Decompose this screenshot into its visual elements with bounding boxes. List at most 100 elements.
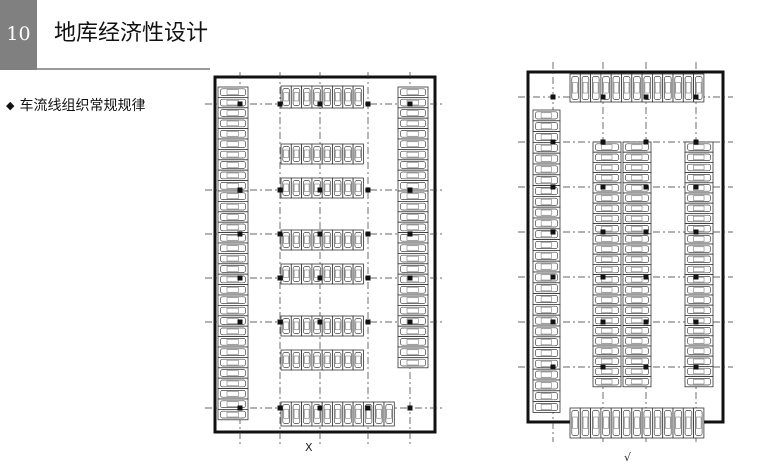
car-outline-icon	[687, 255, 711, 263]
car-outline-icon	[354, 180, 362, 196]
structural-column	[277, 187, 283, 193]
car-roof-icon	[654, 416, 661, 429]
car-roof-icon	[540, 112, 552, 119]
car-roof-icon	[631, 175, 643, 181]
car-outline-icon	[581, 76, 590, 100]
car-outline-icon	[595, 347, 619, 355]
car-roof-icon	[601, 195, 613, 201]
car-outline-icon	[695, 76, 703, 100]
structural-column	[365, 187, 371, 193]
car-outline-icon	[625, 194, 649, 202]
car-outline-icon	[220, 327, 246, 336]
car-roof-icon	[582, 82, 589, 94]
car-roof-icon	[304, 183, 310, 192]
car-roof-icon	[406, 183, 419, 189]
car-roof-icon	[283, 321, 289, 330]
car-outline-icon	[400, 296, 426, 304]
car-roof-icon	[226, 89, 239, 95]
car-outline-icon	[595, 163, 619, 172]
car-roof-icon	[335, 183, 341, 192]
parking-stall	[693, 73, 705, 103]
car-roof-icon	[304, 321, 310, 330]
car-roof-icon	[376, 408, 382, 419]
car-outline-icon	[220, 265, 246, 273]
car-roof-icon	[540, 177, 552, 184]
car-roof-icon	[314, 321, 320, 330]
parking-stall	[693, 407, 705, 439]
car-outline-icon	[535, 133, 558, 141]
car-outline-icon	[220, 119, 246, 128]
car-roof-icon	[324, 321, 330, 330]
car-outline-icon	[220, 140, 246, 148]
car-outline-icon	[535, 349, 558, 357]
car-outline-icon	[535, 143, 558, 152]
car-outline-icon	[220, 161, 246, 169]
car-outline-icon	[220, 306, 246, 315]
car-outline-icon	[282, 232, 290, 248]
car-roof-icon	[540, 134, 552, 140]
structural-column	[550, 139, 556, 145]
car-roof-icon	[345, 269, 351, 278]
car-outline-icon	[535, 230, 558, 239]
car-roof-icon	[355, 269, 361, 278]
car-roof-icon	[601, 226, 613, 232]
car-roof-icon	[406, 151, 419, 158]
car-roof-icon	[601, 246, 613, 252]
car-outline-icon	[323, 318, 332, 334]
car-outline-icon	[344, 88, 352, 106]
car-outline-icon	[354, 146, 362, 162]
car-outline-icon	[595, 327, 619, 335]
car-outline-icon	[595, 245, 619, 253]
car-outline-icon	[687, 316, 711, 325]
car-roof-icon	[324, 408, 330, 419]
car-roof-icon	[601, 297, 613, 303]
car-outline-icon	[625, 327, 649, 335]
car-roof-icon	[631, 287, 643, 293]
car-roof-icon	[226, 339, 239, 345]
car-outline-icon	[400, 317, 426, 325]
car-outline-icon	[354, 232, 362, 248]
car-outline-icon	[313, 404, 321, 424]
bullet-text: 车流线组织常规规律	[19, 98, 146, 114]
car-roof-icon	[226, 235, 239, 241]
car-roof-icon	[540, 144, 552, 151]
car-roof-icon	[540, 360, 552, 367]
car-outline-icon	[612, 410, 621, 436]
car-roof-icon	[355, 321, 361, 330]
car-outline-icon	[344, 232, 352, 248]
car-outline-icon	[333, 232, 342, 248]
car-roof-icon	[631, 307, 643, 313]
car-roof-icon	[631, 236, 643, 242]
car-outline-icon	[684, 76, 693, 100]
car-roof-icon	[693, 328, 705, 334]
parking-stall	[352, 263, 364, 285]
car-outline-icon	[595, 194, 619, 202]
car-outline-icon	[220, 109, 246, 117]
car-outline-icon	[687, 306, 711, 314]
car-outline-icon	[687, 378, 711, 386]
car-roof-icon	[406, 203, 419, 210]
car-roof-icon	[293, 408, 300, 419]
car-outline-icon	[313, 146, 321, 162]
car-outline-icon	[292, 318, 301, 334]
car-outline-icon	[400, 327, 426, 336]
structural-column	[237, 405, 243, 411]
section-number: 10	[6, 23, 31, 45]
car-roof-icon	[335, 321, 341, 330]
car-outline-icon	[400, 88, 426, 96]
car-roof-icon	[631, 358, 643, 364]
car-outline-icon	[313, 266, 321, 282]
car-roof-icon	[631, 164, 643, 171]
car-roof-icon	[540, 252, 552, 259]
car-roof-icon	[693, 307, 705, 313]
car-outline-icon	[622, 410, 631, 436]
car-outline-icon	[625, 245, 649, 253]
car-outline-icon	[535, 241, 558, 249]
car-roof-icon	[335, 355, 341, 364]
structural-column	[550, 364, 556, 370]
car-roof-icon	[644, 416, 650, 429]
car-roof-icon	[540, 404, 552, 410]
car-outline-icon	[333, 318, 342, 334]
car-roof-icon	[631, 379, 643, 385]
car-outline-icon	[595, 378, 619, 386]
